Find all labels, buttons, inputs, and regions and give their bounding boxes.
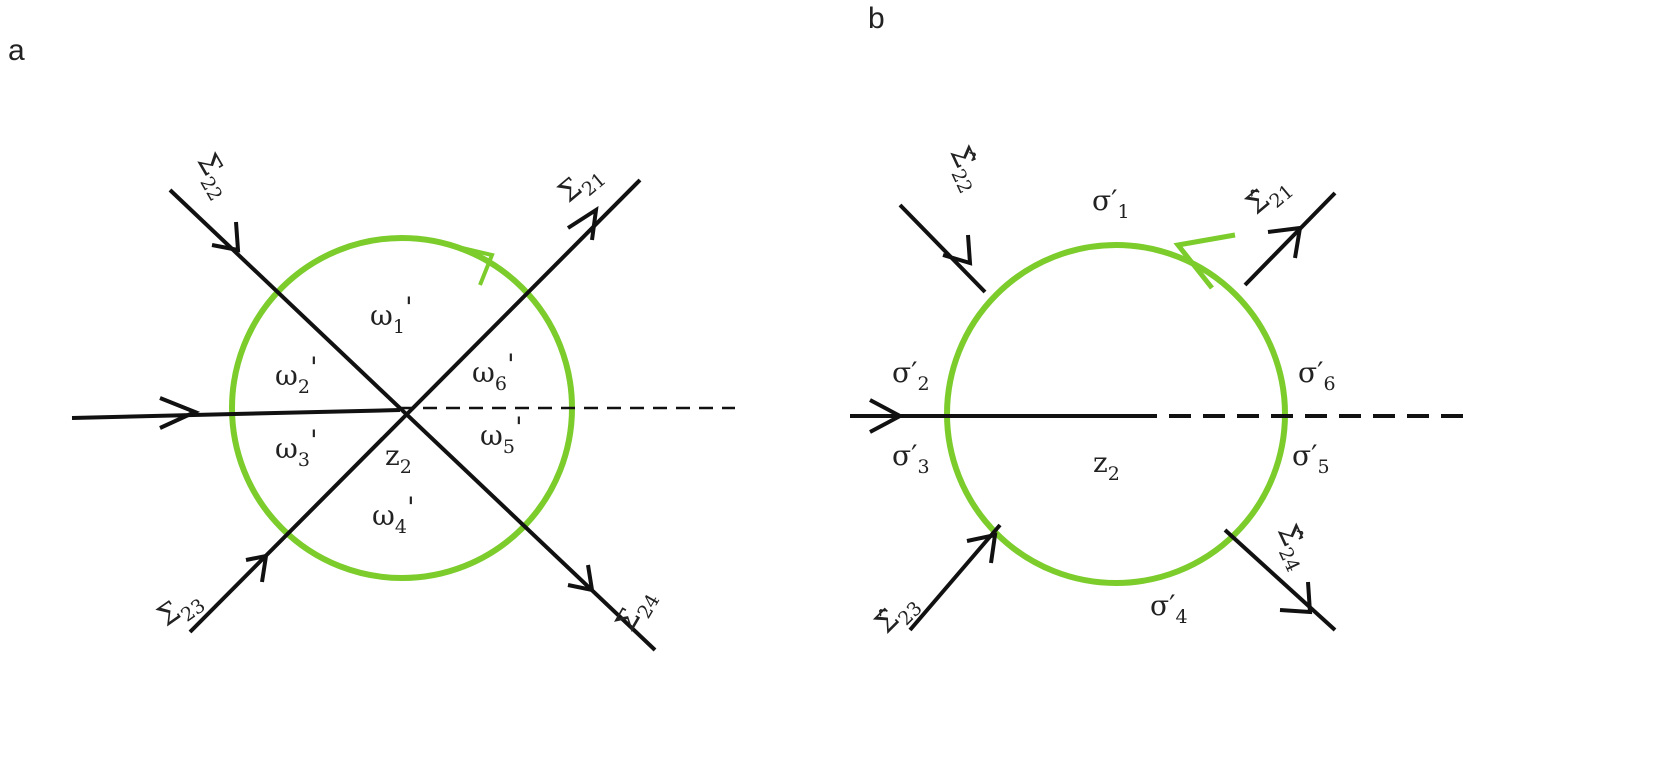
arrow-icon [245, 553, 269, 583]
arrow-icon [159, 396, 201, 430]
label-z2: z2 [1093, 446, 1120, 485]
region-sigma5: σ′5 [1292, 439, 1330, 478]
region-omega4: ω4' [372, 491, 415, 538]
label-sigma22: Σ22 [185, 147, 241, 205]
contour-sigmahat24 [1223, 528, 1337, 632]
panel-b: b Σ̂21 Σ̂22 Σ̂23 Σ̂24 σ′1 σ′2 σ′3 σ′4 σ′… [850, 2, 1465, 644]
region-sigma6: σ′6 [1298, 356, 1336, 395]
arrow-icon [567, 564, 595, 593]
arrow-icon [942, 234, 973, 266]
label-sigmahat22: Σ̂22 [938, 141, 992, 197]
arrow-icon [966, 532, 998, 564]
circle-arrow-icon [1173, 232, 1236, 290]
label-sigma24: Σ24 [609, 582, 665, 640]
label-sigmahat24: Σ̂24 [1265, 519, 1319, 575]
contour-sigmahat21 [1243, 191, 1337, 287]
contour-sigma22-24 [168, 188, 657, 652]
label-sigmahat21: Σ̂21 [1239, 167, 1298, 225]
label-sigmahat23: Σ̂23 [868, 585, 927, 644]
region-omega1: ω1' [370, 291, 413, 338]
region-omega6: ω6' [472, 348, 515, 395]
contour-sigmahat23 [908, 523, 1002, 632]
panel-a: a Σ21 Σ22 Σ23 Σ24 ω1' ω2' ω3' ω4' ω5' ω6… [8, 34, 735, 652]
region-sigma4: σ′4 [1150, 589, 1188, 628]
panel-label-a: a [8, 34, 25, 67]
region-sigma2: σ′2 [892, 356, 930, 395]
branch-cut-solid [71, 408, 401, 420]
label-sigma21: Σ21 [552, 155, 611, 213]
region-omega2: ω2' [275, 351, 318, 398]
label-z2: z2 [385, 439, 412, 478]
arrow-icon [869, 398, 905, 434]
arrow-icon [1267, 225, 1303, 259]
arrow-icon [566, 205, 599, 241]
circle-arrow-icon [461, 246, 495, 286]
label-sigma23: Σ23 [151, 581, 209, 638]
panel-label-b: b [868, 2, 885, 35]
region-omega3: ω3' [275, 424, 318, 471]
arrow-icon [1279, 581, 1313, 615]
region-sigma1: σ′1 [1092, 184, 1130, 223]
region-sigma3: σ′3 [892, 439, 930, 478]
contour-sigmahat22 [898, 203, 987, 294]
region-omega5: ω5' [480, 411, 523, 458]
arrow-icon [211, 221, 241, 253]
